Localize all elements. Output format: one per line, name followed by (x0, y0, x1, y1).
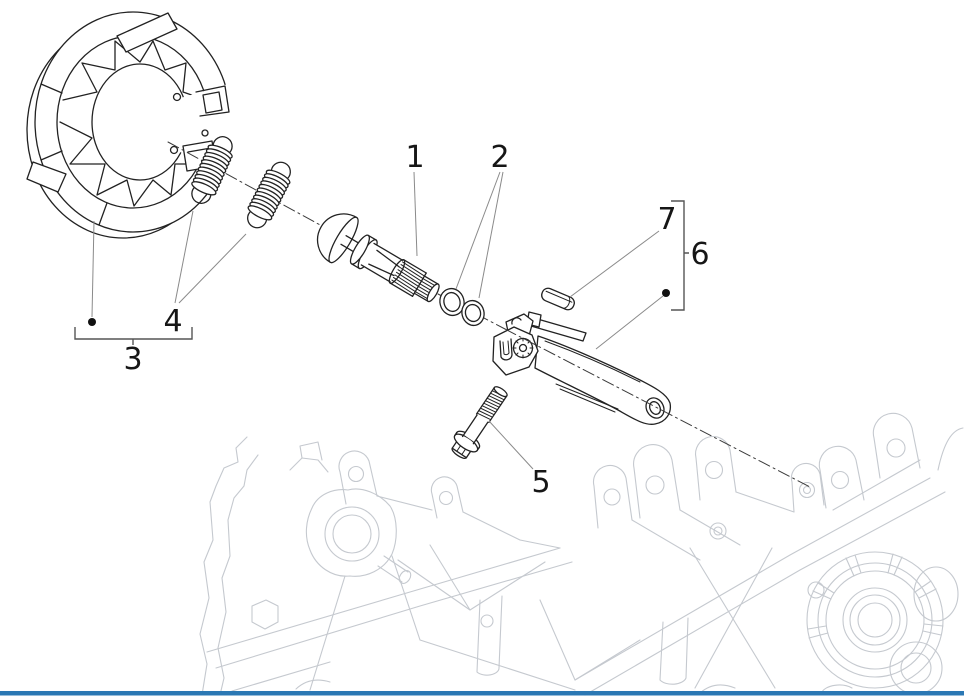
callout-label-6[interactable]: 6 (690, 237, 709, 272)
leader-2b (478, 171, 504, 299)
callout-label-3[interactable]: 3 (123, 342, 142, 377)
bracket-6 (671, 200, 689, 311)
leader-7 (569, 230, 660, 298)
group-brackets (74, 200, 689, 345)
callout-label-2[interactable]: 2 (490, 140, 509, 175)
engine-case-background (199, 412, 964, 696)
axis-centerline-upper (167, 141, 334, 233)
o-ring-1 (439, 287, 465, 317)
leader-6 (595, 295, 664, 350)
callout-label-7[interactable]: 7 (657, 202, 676, 237)
callout-label-4[interactable]: 4 (163, 304, 182, 339)
anchor-dot-6 (662, 289, 670, 297)
bracket-3 (74, 327, 193, 345)
leader-4a (174, 210, 194, 304)
engine-right-case (539, 412, 964, 696)
engine-left-case (199, 436, 576, 696)
pin (541, 287, 575, 311)
anchor-dot-3 (88, 318, 96, 326)
brake-camshaft (316, 213, 440, 303)
leader-5 (488, 420, 534, 470)
exploded-parts (26, 11, 813, 489)
brake-lever-assembly (492, 311, 672, 425)
shoe-web-lattice-top (62, 40, 207, 101)
leader-3 (91, 220, 95, 318)
brake-shoe-assembly (26, 11, 248, 239)
tension-spring-lower (240, 156, 298, 234)
shoe-web-lattice-bottom (59, 121, 199, 207)
callout-label-5[interactable]: 5 (531, 465, 550, 500)
lever-arm (534, 335, 672, 425)
o-ring-2 (461, 299, 485, 327)
leader-lines (91, 171, 664, 470)
bottom-accent-bar (0, 691, 964, 696)
axis-centerline-lower (504, 328, 813, 489)
leader-2a (455, 171, 501, 290)
leader-4b (178, 233, 247, 304)
callout-label-1[interactable]: 1 (405, 140, 424, 175)
leader-1 (413, 171, 418, 257)
flange-bolt (451, 386, 508, 459)
callouts: 1 2 3 4 5 6 7 (74, 140, 710, 500)
